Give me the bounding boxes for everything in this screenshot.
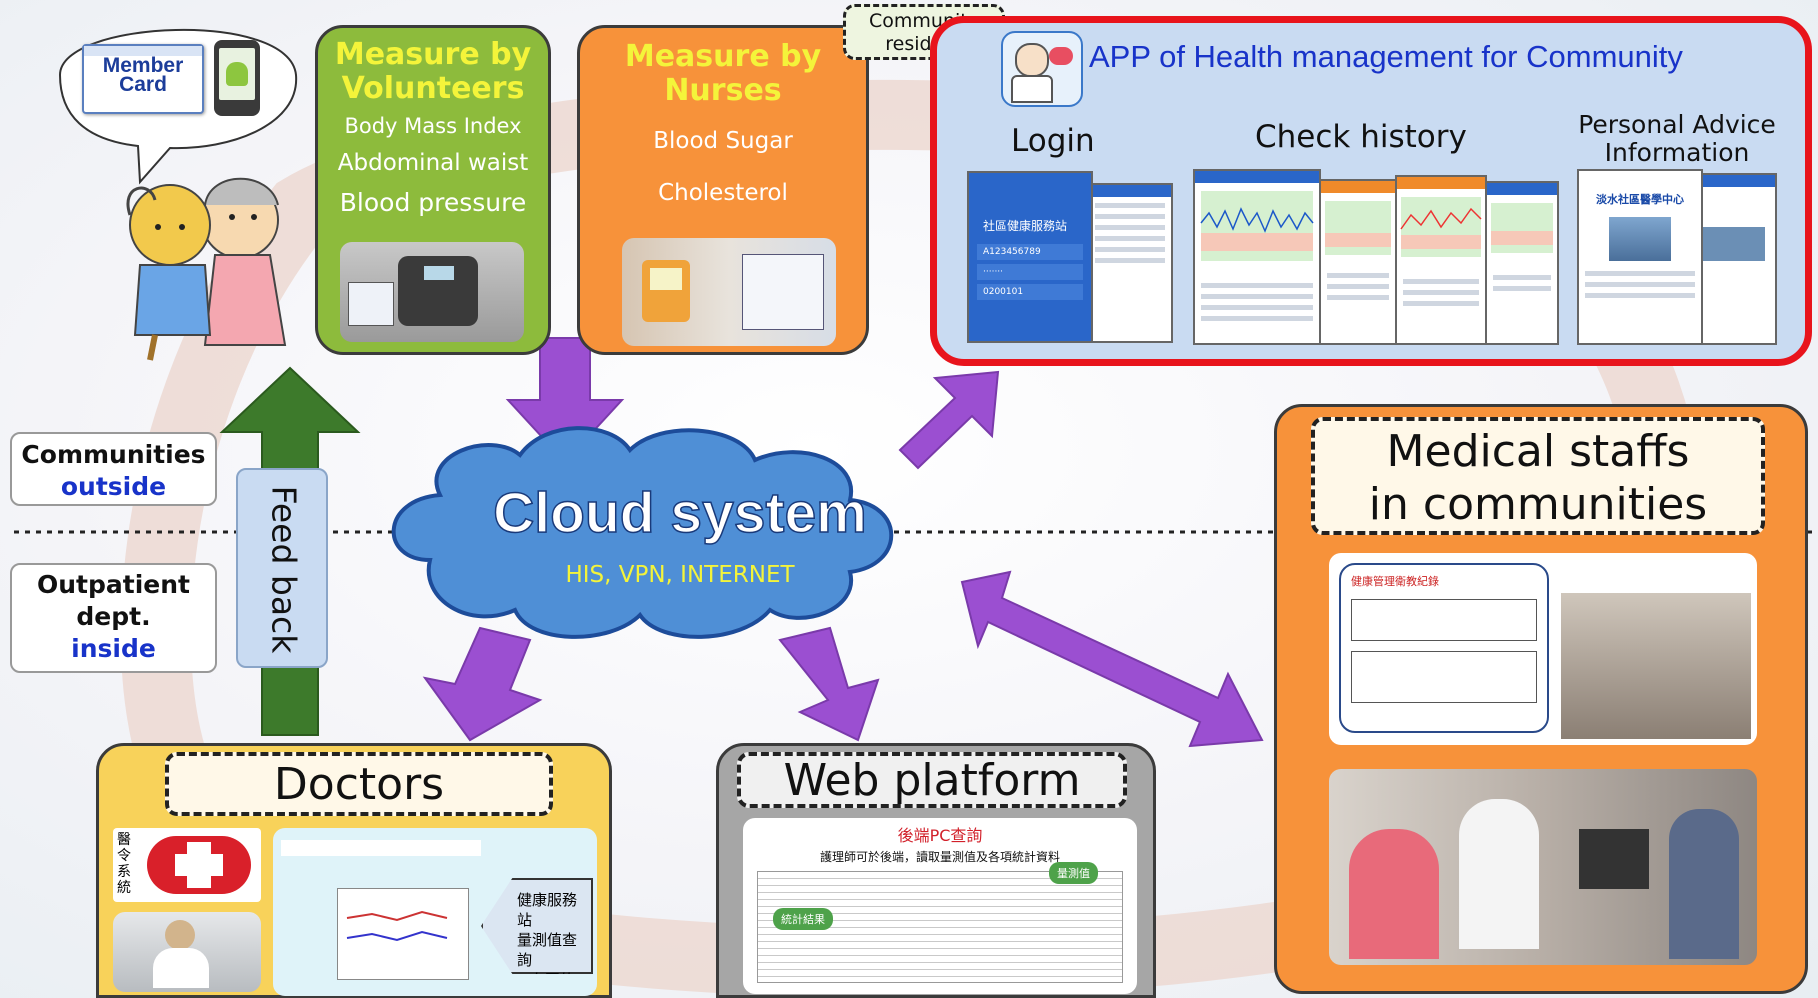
arrow-to-app (898, 370, 1000, 470)
web-platform-title: Web platform (783, 755, 1081, 806)
communities-outside-line1: Communities (21, 440, 206, 469)
medical-staffs-line2: in communities (1368, 479, 1708, 530)
volunteers-item-waist: Abdominal waist (337, 150, 529, 176)
history-phone-3 (1395, 175, 1487, 345)
history-phone-2 (1319, 179, 1397, 345)
app-advice-label-line2: Information (1604, 138, 1750, 167)
volunteers-title-line1: Measure by (334, 37, 532, 72)
advice-phone-front: 淡水社區醫學中心 (1577, 169, 1703, 345)
doctor-query-line3: ~血壓值 (517, 971, 575, 989)
app-check-history-label: Check history (1255, 119, 1467, 155)
app-panel: APP of Health management for Community L… (930, 16, 1812, 366)
doctor-photo (113, 912, 261, 992)
outpatient-line3: inside (71, 634, 156, 663)
advice-phone-back (1691, 173, 1777, 345)
nurses-item-sugar: Blood Sugar (653, 128, 793, 154)
login-phone-id: A123456789 (977, 244, 1083, 260)
communities-outside-line2: outside (60, 472, 167, 501)
outpatient-line1: Outpatient (37, 570, 190, 599)
doctors-box: Doctors 醫令系統 健康服務站 量測值查詢 ~血壓值 (96, 743, 612, 998)
nurses-title-line1: Measure by (624, 39, 822, 74)
member-card: Member Card (82, 44, 204, 114)
nurses-box: Measure by Nurses Blood Sugar Cholestero… (577, 25, 869, 355)
outpatient-label: Outpatient dept. inside (10, 563, 217, 673)
web-screen-title: 後端PC查詢 (897, 826, 983, 845)
nurse-app-icon (1001, 31, 1083, 107)
web-badge-stats: 統計結果 (773, 908, 833, 930)
volunteers-box: Measure by Volunteers Body Mass Index Ab… (315, 25, 551, 355)
arrow-to-web (778, 626, 880, 742)
nurses-item-cholesterol: Cholesterol (658, 180, 788, 206)
login-phone-front: 社區健康服務站 A123456789 ······· 0200101 (967, 171, 1093, 343)
communities-outside-label: Communities outside (10, 432, 217, 506)
member-card-line1: Member (102, 54, 184, 77)
doctor-query-line2: 量測值查詢 (517, 931, 578, 969)
nurses-title-line2: Nurses (664, 73, 782, 108)
volunteers-title-line2: Volunteers (341, 71, 525, 106)
feedback-label: Feed back (236, 468, 328, 668)
app-title: APP of Health management for Community (1089, 39, 1683, 74)
staff-consultation-photo (1329, 769, 1757, 965)
doctor-query-arrow: 健康服務站 量測值查詢 ~血壓值 (481, 878, 593, 974)
member-card-line2: Card (119, 73, 167, 96)
web-platform-box: Web platform 後端PC查詢 護理師可於後端，讀取量測值及各項統計資料… (716, 743, 1156, 998)
login-phone-password: ······· (977, 264, 1083, 280)
medical-staffs-title: Medical staffs in communities (1311, 417, 1765, 535)
arrow-to-medical (960, 570, 1264, 748)
doctor-query-line1: 健康服務站 (517, 891, 578, 929)
volunteers-item-bmi: Body Mass Index (344, 114, 522, 138)
smartphone-icon (214, 40, 260, 116)
web-badge-values: 量測值 (1049, 862, 1098, 884)
scale-photo (340, 242, 524, 342)
doctors-title: Doctors (273, 759, 445, 810)
outpatient-line2: dept. (76, 602, 151, 631)
health-record-photo: 健康管理衛教紀錄 (1329, 553, 1757, 745)
volunteers-item-bp: Blood pressure (339, 188, 527, 217)
login-phone-title: 社區健康服務站 (983, 219, 1068, 233)
health-record-title: 健康管理衛教紀錄 (1351, 575, 1439, 588)
doctor-query-screen: 健康服務站 量測值查詢 ~血壓值 (273, 828, 597, 996)
login-phone-code: 0200101 (977, 284, 1083, 300)
cloud-subtitle: HIS, VPN, INTERNET (565, 562, 795, 588)
doctors-title-label: Doctors (165, 752, 553, 816)
web-platform-title-label: Web platform (737, 752, 1127, 808)
web-screen-subtitle: 護理師可於後端，讀取量測值及各項統計資料 (819, 850, 1060, 864)
app-login-label: Login (1011, 123, 1095, 159)
history-phone-4 (1485, 181, 1559, 345)
history-phone-1 (1193, 169, 1321, 345)
glucose-meter-photo (622, 238, 836, 346)
cloud-shape (391, 426, 894, 639)
medical-staffs-line1: Medical staffs (1386, 426, 1690, 477)
hospital-sign: 醫令系統 (113, 828, 261, 902)
medical-staffs-box: Medical staffs in communities 健康管理衛教紀錄 (1274, 404, 1808, 994)
elderly-couple-icon (126, 177, 287, 361)
hospital-sign-text: 醫令系統 (117, 832, 131, 896)
advice-center-name: 淡水社區醫學中心 (1596, 193, 1684, 206)
feedback-text: Feed back (264, 485, 304, 654)
login-phone-back (1087, 183, 1173, 343)
cloud-title: Cloud system (492, 480, 867, 546)
app-advice-label-line1: Personal Advice (1578, 110, 1776, 139)
web-platform-screen: 後端PC查詢 護理師可於後端，讀取量測值及各項統計資料 量測值 統計結果 (743, 818, 1137, 994)
arrow-to-doctors (422, 626, 543, 742)
